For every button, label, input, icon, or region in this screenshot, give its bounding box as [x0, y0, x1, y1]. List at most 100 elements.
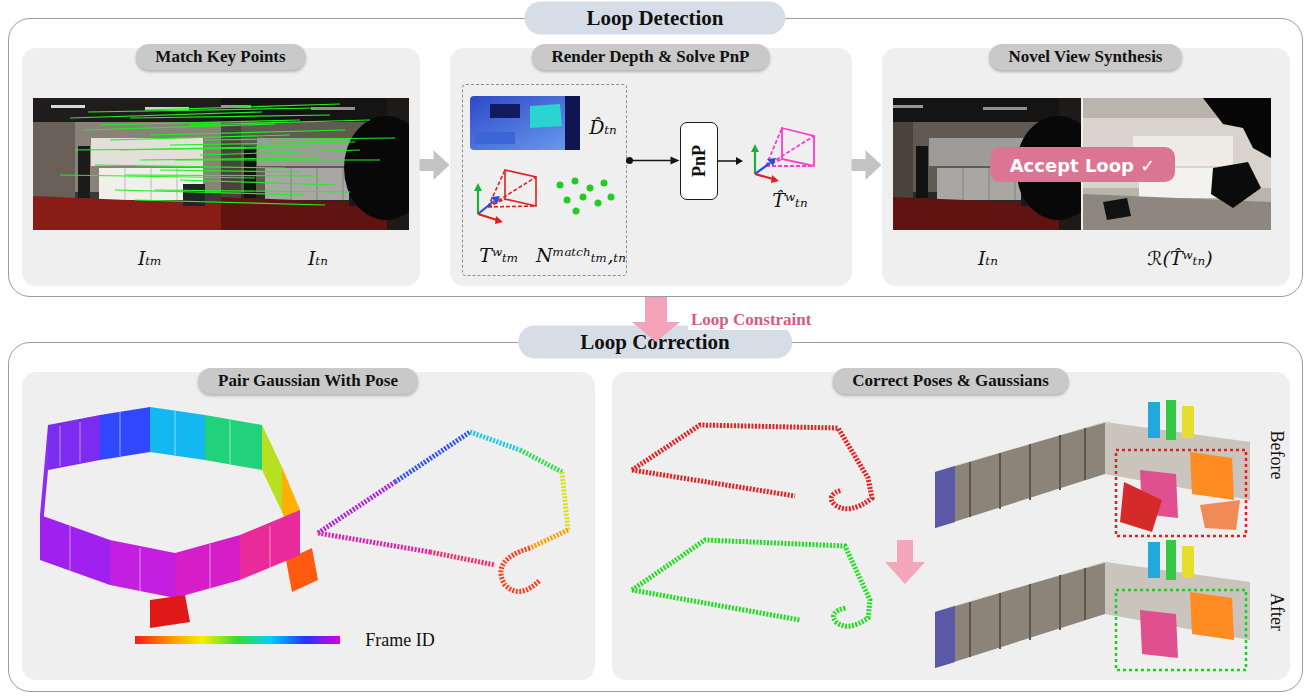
- estimated-pose-icon: [755, 174, 773, 179]
- depth-image: [490, 104, 520, 118]
- connector-arrow: [626, 157, 680, 165]
- camera-pose-icon: [491, 196, 500, 204]
- arrow-head: [866, 150, 882, 180]
- math-label: Nᵐᵃᵗᶜʰₜₘ,ₜₙ: [536, 244, 626, 266]
- correction-arrow: [885, 540, 925, 584]
- gaussian-point-cloud: [205, 415, 262, 470]
- panel-box: Novel View SynthesisAccept Loop ✓: [882, 48, 1290, 286]
- camera-pose-icon: [478, 201, 494, 214]
- keypoint-match-image: [199, 98, 428, 230]
- frame-colorbar: [135, 636, 340, 644]
- keypoint-match-image: [33, 98, 221, 230]
- estimated-pose-icon: [751, 128, 814, 183]
- estimated-pose-icon: [754, 151, 756, 174]
- keypoint-match-image: [33, 98, 221, 230]
- camera-trajectory: [530, 530, 568, 548]
- estimated-pose-icon: [767, 158, 776, 166]
- text-slot: Pair Gaussian With Pose: [198, 368, 418, 394]
- gaussian-point-cloud: [60, 411, 270, 592]
- estimated-pose-icon: [771, 175, 779, 183]
- match-points: [564, 197, 571, 204]
- match-line: [70, 112, 262, 118]
- text-slot: After: [1266, 593, 1287, 631]
- scene-before: [1116, 450, 1246, 536]
- match-line: [200, 150, 360, 155]
- match-line: [135, 200, 325, 205]
- panel-box: Correct Poses & Gaussians: [612, 372, 1290, 680]
- arrow-head: [434, 150, 450, 180]
- panel-box: Render Depth & Solve PnPD̂ₜₙTʷₜₘNᵐᵃᵗᶜʰₜₘ…: [450, 48, 852, 286]
- trajectory-after: [632, 540, 870, 626]
- panel-title: Correct Poses & Gaussians: [832, 368, 1069, 394]
- connector-line: [852, 159, 867, 171]
- estimated-pose-icon: [755, 163, 770, 174]
- match-line: [60, 175, 255, 178]
- match-line: [130, 115, 330, 118]
- panel-box: Match Key Points: [22, 48, 420, 286]
- image-caption: Iₜₙ: [308, 247, 328, 269]
- process-box: PnP: [680, 122, 718, 200]
- match-points: [573, 208, 580, 215]
- status-text: Accept Loop ✓: [1010, 154, 1156, 175]
- text-slot: ℛ(T̂ʷₜₙ): [1147, 247, 1212, 269]
- text-slot: D̂ₜₙ: [589, 116, 617, 138]
- gaussian-point-cloud: [286, 548, 318, 592]
- camera-pose-icon: [474, 170, 536, 224]
- text-slot: Nᵐᵃᵗᶜʰₜₘ,ₜₙ: [536, 244, 626, 266]
- match-line: [115, 190, 305, 195]
- camera-pose-icon: [477, 190, 479, 214]
- camera-pose-icon: [488, 170, 536, 207]
- text-slot: Before: [1266, 431, 1287, 480]
- gaussian-point-cloud: [150, 595, 190, 628]
- estimated-pose-icon: [766, 128, 814, 166]
- arrow-head: [632, 322, 680, 342]
- match-line: [140, 158, 320, 160]
- match-line: [110, 135, 290, 140]
- image-caption: Iₜₙ: [978, 247, 998, 269]
- novel-view-images: [1083, 98, 1271, 230]
- match-line: [120, 146, 312, 150]
- match-line: [205, 138, 395, 140]
- output-arrow: [718, 157, 743, 165]
- scene-after: [935, 540, 1250, 668]
- text-slot: Loop Correction: [518, 325, 792, 358]
- axis-label: Frame ID: [365, 630, 434, 651]
- connector-dot: [626, 157, 633, 164]
- connector-line: [627, 160, 672, 162]
- camera-pose-icon: [474, 183, 482, 191]
- pose-label: T̂ʷₜₙ: [772, 189, 807, 211]
- gaussian-point-cloud: [240, 510, 300, 580]
- estimated-pose-icon: [751, 144, 759, 152]
- depth-image: [470, 96, 580, 150]
- match-points: [580, 194, 587, 201]
- gaussian-point-cloud: [262, 425, 282, 512]
- camera-trajectory: [318, 533, 430, 552]
- novel-view-images: [871, 98, 1271, 230]
- scene-after: [935, 540, 1250, 670]
- gaussian-point-cloud: [150, 407, 205, 460]
- match-line: [125, 175, 318, 176]
- camera-trajectory: [470, 432, 520, 450]
- estimated-pose-icon: [766, 128, 814, 166]
- match-line: [85, 124, 275, 130]
- gaussian-point-cloud: [110, 540, 175, 598]
- match-line: [95, 165, 285, 168]
- match-line: [160, 170, 300, 172]
- text-slot: T̂ʷₜₙ: [772, 189, 807, 211]
- section-title: Loop Correction: [518, 325, 792, 358]
- camera-pose-icon: [478, 214, 497, 220]
- text-slot: Frame ID: [365, 630, 434, 651]
- match-points: [601, 180, 608, 187]
- group-box: D̂ₜₙTʷₜₘNᵐᵃᵗᶜʰₜₘ,ₜₙ: [462, 84, 627, 276]
- match-line: [180, 180, 335, 185]
- match-line: [175, 159, 380, 160]
- trajectory-before: [632, 425, 872, 509]
- connector-line: [645, 297, 667, 323]
- depth-image: [565, 96, 580, 150]
- panel-box: Pair Gaussian With Pose: [22, 372, 595, 680]
- scene-before: [935, 400, 1250, 528]
- panel-title: Novel View Synthesis: [989, 44, 1183, 70]
- output-arrow: [736, 157, 743, 165]
- match-line: [150, 130, 345, 135]
- match-points: [587, 185, 594, 192]
